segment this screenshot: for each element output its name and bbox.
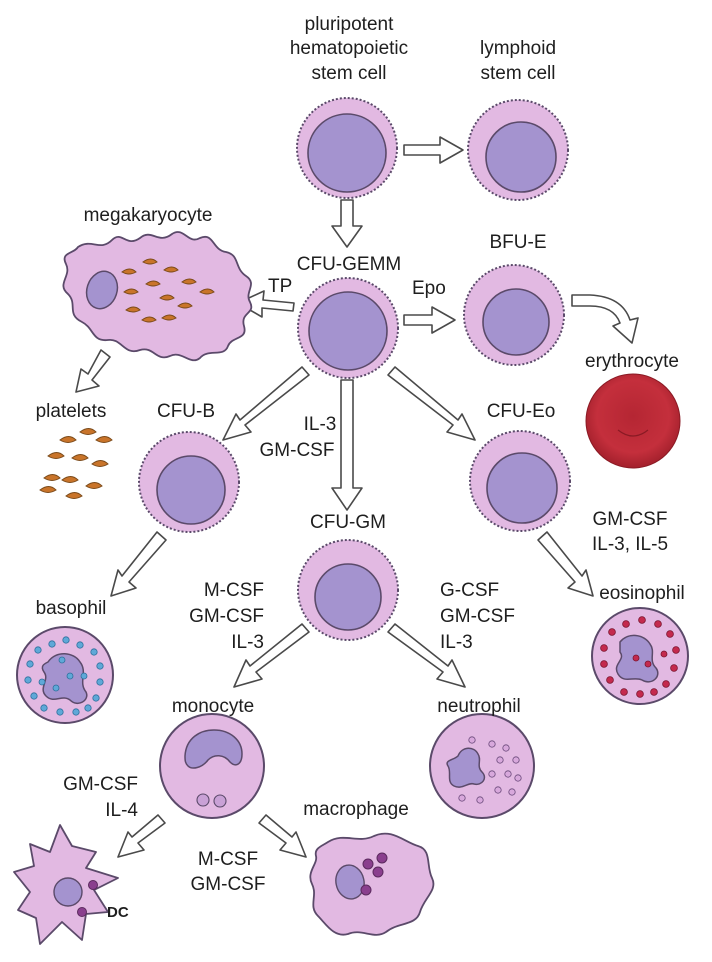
macrophage-cell xyxy=(309,832,435,936)
macrophage-label: macrophage xyxy=(303,799,409,820)
arrow-tp-to-megakaryocyte xyxy=(237,290,295,318)
arrow-epo-to-bfu-e xyxy=(403,306,456,334)
mono-factors-line1: M-CSF xyxy=(204,580,264,601)
hsc-label-line2: hematopoietic xyxy=(290,38,408,59)
hsc-label-line3: stem cell xyxy=(312,63,387,84)
cfu-eo-cell xyxy=(469,430,571,532)
megakaryocyte-granules xyxy=(121,258,215,323)
platelets-label: platelets xyxy=(36,401,107,422)
arrow-monocyte-to-macrophage xyxy=(258,814,307,858)
lymphoid-label-line2: stem cell xyxy=(481,63,556,84)
neutrophil-granules xyxy=(458,736,522,804)
neutrophil-cell xyxy=(429,713,535,819)
arrow-cfu-b-to-basophil xyxy=(110,531,167,597)
eo-factors-line2: IL-3, IL-5 xyxy=(592,534,668,555)
cfu-gemm-label: CFU-GEMM xyxy=(297,254,401,275)
bfu-e-cell xyxy=(463,264,565,366)
arrow-monocyte-to-dc xyxy=(117,814,166,858)
cfu-gm-label: CFU-GM xyxy=(310,512,386,533)
monocyte-label: monocyte xyxy=(172,696,254,717)
mac-factors-line1: M-CSF xyxy=(198,849,258,870)
platelets-group xyxy=(39,428,113,499)
hsc-cell xyxy=(296,97,398,199)
arrow-hsc-to-lymphoid xyxy=(403,136,464,164)
lymphoid-label-line1: lymphoid xyxy=(480,38,556,59)
arrow-cfu-gm-to-neutrophil xyxy=(387,623,466,688)
neut-factors-line1: G-CSF xyxy=(440,580,499,601)
epo-label: Epo xyxy=(412,278,446,299)
lymphoid-stem-cell xyxy=(467,99,569,201)
arrow-cfu-gemm-to-cfu-b xyxy=(222,366,310,441)
monocyte-cell xyxy=(159,713,265,819)
arrow-cfu-gemm-to-cfu-gm xyxy=(331,379,363,511)
bfu-e-label: BFU-E xyxy=(490,232,547,253)
il3-label-line1: IL-3 xyxy=(304,414,337,435)
basophil-granules xyxy=(24,636,104,716)
dc-label: DC xyxy=(107,904,129,921)
arrow-cfu-gm-to-monocyte xyxy=(233,623,310,688)
cfu-gm-cell xyxy=(297,539,399,641)
eosinophil-label: eosinophil xyxy=(599,583,685,604)
neutrophil-label: neutrophil xyxy=(437,696,520,717)
dc-factors-line2: IL-4 xyxy=(105,800,138,821)
eosinophil-granules xyxy=(600,616,680,698)
il3-label-line2: GM-CSF xyxy=(260,440,335,461)
dendritic-cell xyxy=(13,824,119,945)
eosinophil-cell xyxy=(591,607,689,705)
cfu-b-label: CFU-B xyxy=(157,401,215,422)
arrow-cfu-eo-to-eosinophil xyxy=(537,531,594,597)
mac-factors-line2: GM-CSF xyxy=(191,874,266,895)
erythrocyte-cell xyxy=(585,373,681,469)
cfu-b-cell xyxy=(138,431,240,533)
neut-factors-line2: GM-CSF xyxy=(440,606,515,627)
cfu-eo-label: CFU-Eo xyxy=(487,401,556,422)
hsc-label-line1: pluripotent xyxy=(305,14,394,35)
mono-factors-line3: IL-3 xyxy=(231,632,264,653)
erythrocyte-label: erythrocyte xyxy=(585,351,679,372)
arrow-cfu-gemm-to-cfu-eo xyxy=(387,366,476,441)
neut-factors-line3: IL-3 xyxy=(440,632,473,653)
megakaryocyte-label: megakaryocyte xyxy=(84,205,213,226)
arrow-hsc-to-cfu-gemm xyxy=(331,199,363,248)
tp-label: TP xyxy=(268,276,292,297)
cfu-gemm-cell xyxy=(297,277,399,379)
basophil-label: basophil xyxy=(36,598,107,619)
eo-factors-line1: GM-CSF xyxy=(593,509,668,530)
mono-factors-line2: GM-CSF xyxy=(189,606,264,627)
arrow-bfu-e-to-erythrocyte xyxy=(571,294,639,344)
megakaryocyte-cell xyxy=(62,231,253,362)
arrow-megakaryocyte-to-platelets xyxy=(75,349,111,393)
dc-factors-line1: GM-CSF xyxy=(63,774,138,795)
